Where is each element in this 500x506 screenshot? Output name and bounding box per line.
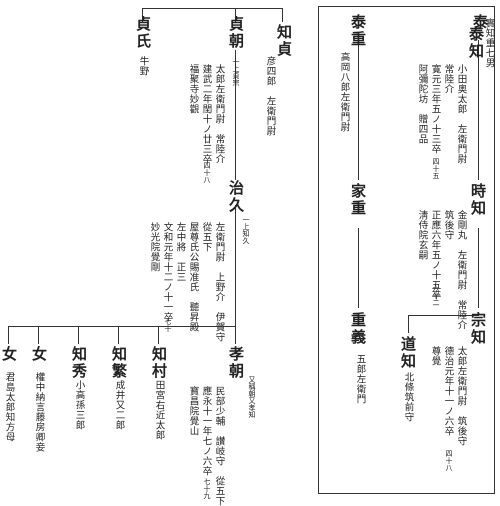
- sadatomo-note-2: 建武二年閏十ノ廿三卒: [200, 64, 212, 164]
- tomohide-name: 知秀: [70, 346, 88, 380]
- michitomo-name: 道知: [399, 336, 417, 370]
- haruhisa-name: 治久: [227, 180, 245, 214]
- michitomo-drop: [408, 315, 409, 333]
- border-right-line: [494, 6, 495, 494]
- haruhisa-note-3: 屋尊氏公賜准氏 聽昇殿: [187, 222, 199, 332]
- takatomo-name: 孝朝: [227, 346, 245, 380]
- haruhisa-note-6: 妙光院覺剛: [148, 222, 160, 272]
- takatomo-drop: [235, 315, 236, 344]
- yasutomo-name: 泰知: [467, 26, 485, 60]
- tomomura-drop: [158, 326, 159, 344]
- munetomo-note-3: 尊覺: [429, 346, 441, 366]
- tomosada-drop: [282, 8, 283, 22]
- yasushige-name: 泰重: [349, 14, 367, 48]
- border-top-line: [318, 6, 494, 7]
- sadatomo-name: 貞朝: [227, 16, 245, 50]
- yasutomo-age: 四十五: [432, 158, 440, 179]
- tomohide-drop: [78, 326, 79, 344]
- ietada-vline: [358, 228, 359, 308]
- yasutomo-note-4: 阿彌陀坊 贈四品: [416, 64, 428, 144]
- shigeyoshi-name: 重義: [349, 312, 367, 346]
- michitomo-note: 北條筑前守: [402, 372, 414, 422]
- tokitomo-note-3: 正應六年五ノ十五卒: [429, 210, 441, 300]
- tomomura-note: 田宮右近太郎: [153, 380, 165, 440]
- border-bottom-line: [318, 493, 495, 494]
- takatomo-children-hline: [8, 326, 236, 327]
- haruhisa-age: 七十: [164, 318, 172, 332]
- takatomo-age: 七十九: [203, 478, 211, 499]
- takatomo-note-1: 民部少輔 讃岐守 從五下: [213, 386, 225, 506]
- sadauji-drop: [142, 8, 143, 22]
- munetomo-age: 四十八: [445, 450, 453, 471]
- haruhisa-alias: 一上知久: [242, 216, 250, 244]
- sadatomo-vline: [235, 50, 236, 180]
- onna2-name: 女: [0, 346, 18, 363]
- tomomura-name: 知村: [150, 346, 168, 380]
- munetomo-note-2: 德治元年十一ノ六卒: [442, 346, 454, 436]
- ietada-name: 家重: [349, 183, 367, 217]
- taichi-note: 實知重七男: [483, 18, 495, 68]
- onna1-drop: [38, 326, 39, 344]
- yasushige-vline: [358, 40, 359, 180]
- haruhisa-note-2: 從五下: [200, 222, 212, 252]
- tomosada-note: 彦四郎 左衛門尉: [264, 56, 276, 136]
- sadatomo-note-1: 太郎左衛門尉 常陸介: [213, 64, 225, 164]
- yasutomo-note-1: 小田奥太郎 左衛門尉: [455, 64, 467, 164]
- tomoshige-note: 成井又二郎: [113, 380, 125, 430]
- yasutomo-note-3: 寛元三年五ノ十三卒: [429, 64, 441, 154]
- tokitomo-note-1: 金剛丸 左衛門尉 常陸介: [455, 210, 467, 330]
- yasutomo-note-2: 常陸介: [442, 64, 454, 94]
- sadatomo-age: 四十八: [203, 162, 211, 183]
- sadatomo-drop: [235, 8, 236, 22]
- onna2-note: 君島太郎知方母: [3, 372, 15, 442]
- onna1-note: 權中納言藤房卿妾: [33, 372, 45, 452]
- tokitomo-age: 六十二: [432, 285, 440, 306]
- haruhisa-note-1: 左衛門尉 上野介 伊賀守: [213, 222, 225, 342]
- haruhisa-vline: [235, 205, 236, 315]
- border-left-line: [318, 6, 319, 494]
- onna1-name: 女: [30, 346, 48, 363]
- sadatomo-note-3: 福聚寺妙觀: [187, 64, 199, 114]
- shigeyoshi-note: 五郎左衛門: [354, 354, 366, 404]
- yasushige-note: 高岡八郎左衛門尉: [338, 52, 350, 132]
- munetomo-name: 宗知: [469, 312, 487, 346]
- sadauji-name: 貞氏: [134, 16, 152, 50]
- munetomo-note-1: 太郎左衛門尉 筑後守: [455, 346, 467, 446]
- tokitomo-note-4: 淸侍院玄嗣: [416, 210, 428, 260]
- haruhisa-note-4: 左中將 正三: [174, 222, 186, 282]
- tomosada-name: 知貞: [275, 24, 293, 58]
- sadatomo-alias: 一上貞宗: [232, 58, 240, 86]
- tokitomo-children-hline: [408, 315, 479, 316]
- tomoshige-name: 知繁: [110, 346, 128, 380]
- tokitomo-vline: [478, 228, 479, 308]
- onna2-drop: [8, 326, 9, 344]
- haruhisa-note-5: 文和元年十二ノ十一卒: [161, 222, 173, 322]
- tomohide-note: 小高孫三郎: [73, 380, 85, 430]
- takatomo-note-2: 應永十一年七ノ六卒: [200, 386, 212, 476]
- takatomo-alias: 又稱朝又孝知: [248, 376, 256, 418]
- tokitomo-name: 時知: [469, 183, 487, 217]
- yasutomo-vline: [478, 40, 479, 180]
- sadauji-note: 牛野: [137, 56, 149, 76]
- takatomo-note-3: 寶昌院覺山: [187, 386, 199, 436]
- top-left-hline: [142, 8, 282, 9]
- tokitomo-note-2: 筑後守: [442, 210, 454, 240]
- tomoshige-drop: [118, 326, 119, 344]
- taichi-name: 泰: [471, 14, 489, 31]
